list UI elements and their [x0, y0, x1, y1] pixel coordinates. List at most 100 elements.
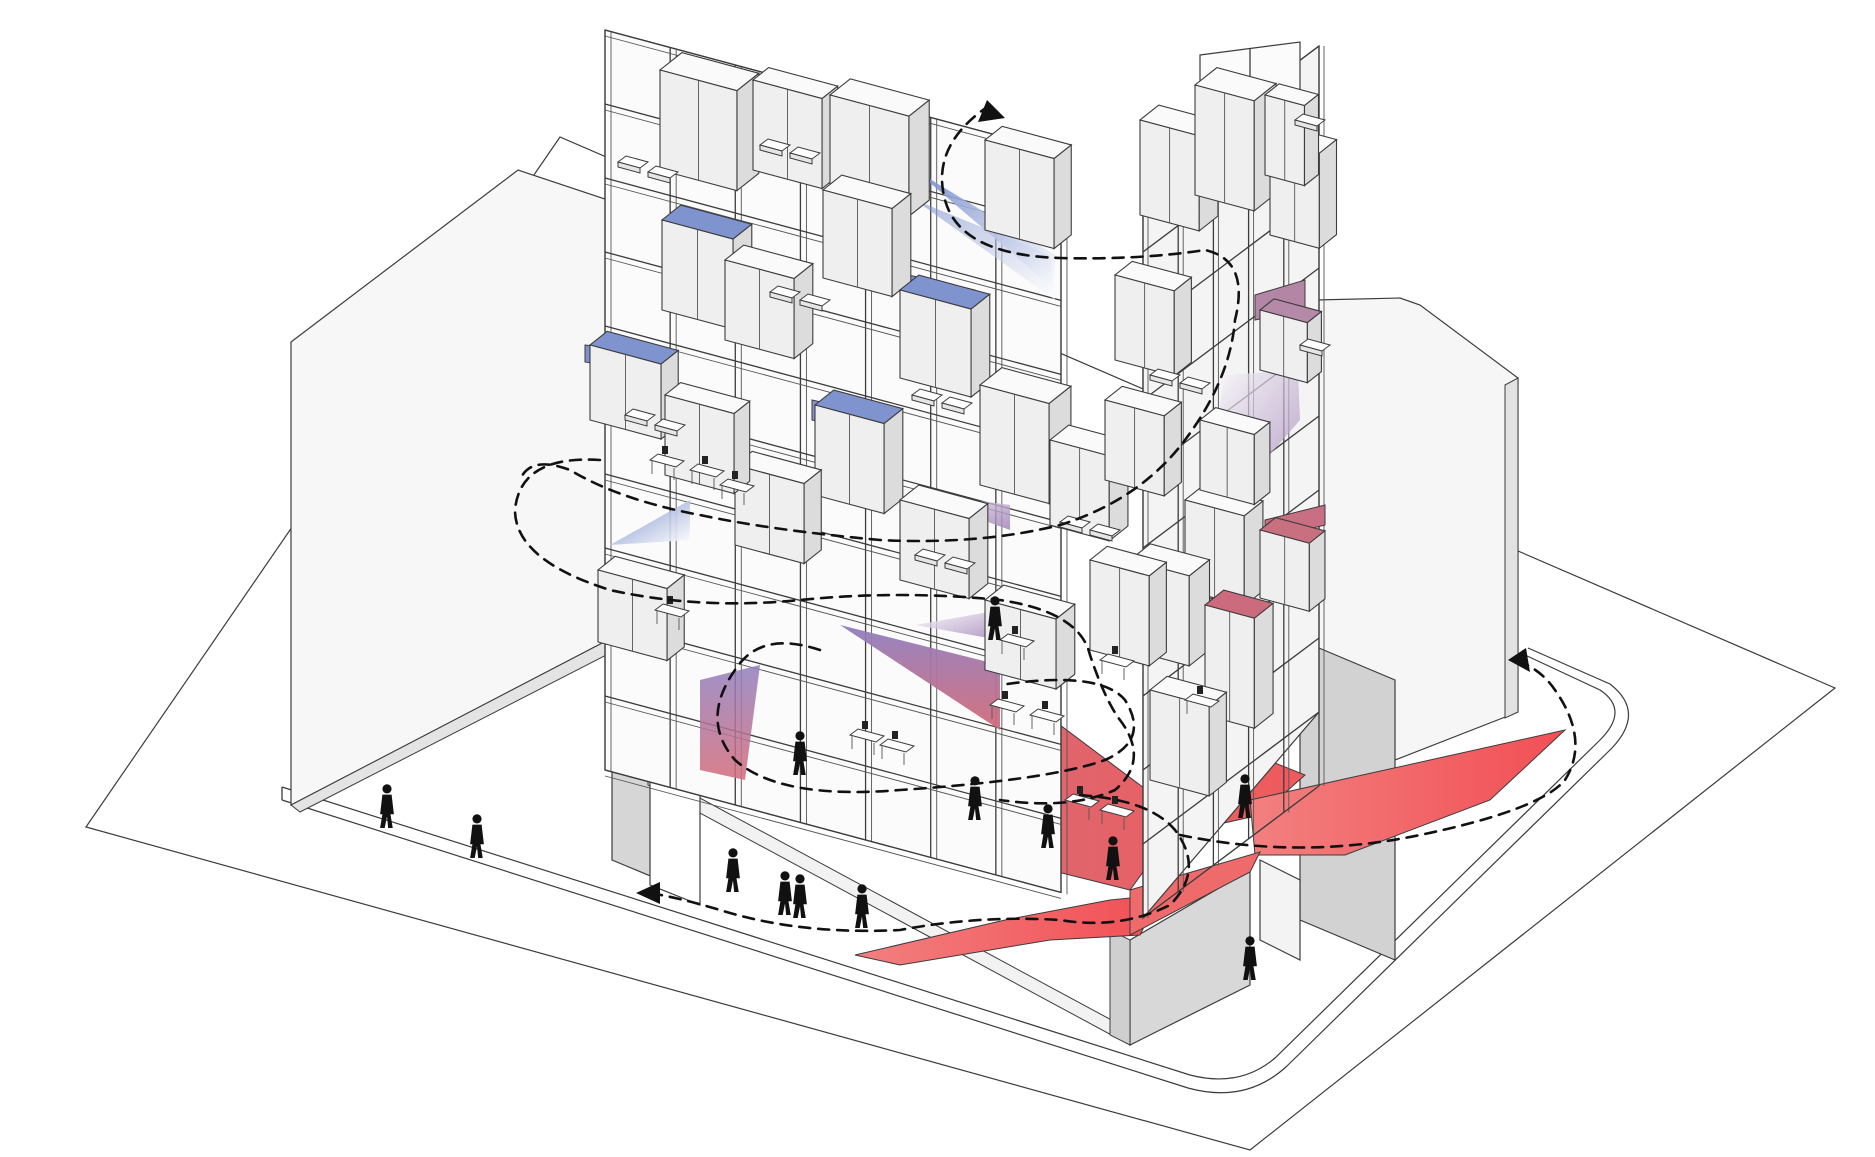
desk-sketch [998, 626, 1036, 660]
desk-sketch [1098, 796, 1136, 830]
module-box [1113, 260, 1193, 378]
bed-front [617, 161, 641, 174]
desk-top [848, 728, 886, 743]
desk-top [878, 738, 916, 753]
sidewalk-curb [281, 647, 1630, 1094]
person-body [470, 824, 484, 858]
module-side [891, 192, 912, 298]
monitor [702, 456, 708, 464]
desk-sketch [1028, 701, 1066, 735]
bed-front [759, 144, 783, 157]
bed-front [647, 171, 671, 184]
bed-front [941, 402, 965, 415]
person-head [970, 776, 980, 786]
person-body [793, 884, 807, 918]
frame-beam [604, 769, 1062, 894]
bed-front [944, 562, 968, 575]
monitor [662, 446, 668, 454]
bed-sketch [940, 396, 974, 415]
module-box [658, 52, 761, 192]
person-icon [968, 776, 982, 820]
person-icon [470, 814, 484, 858]
person-head [795, 874, 805, 884]
person-body [855, 894, 869, 928]
module-side [1163, 401, 1182, 498]
flow-path-upper [518, 103, 1240, 543]
person-body [1243, 946, 1257, 980]
person-head [1245, 936, 1255, 946]
desk-top [648, 453, 686, 468]
person-head [857, 884, 867, 894]
person-body [968, 786, 982, 820]
person-head [1043, 804, 1053, 814]
desk-top [688, 463, 726, 478]
person-icon [380, 784, 394, 828]
person-icon [778, 871, 792, 915]
frame-beam [1142, 785, 1320, 919]
person-head [1240, 774, 1250, 784]
bed-sketch [646, 165, 680, 184]
bed-sketch [943, 556, 977, 575]
desk-top [988, 698, 1026, 713]
flow-path-lower [716, 642, 1136, 794]
desk-top [1098, 803, 1136, 818]
module-side [1148, 561, 1167, 668]
person-icon [1243, 936, 1257, 980]
module-side [968, 502, 989, 600]
monitor [892, 731, 898, 739]
frame-beam [604, 695, 1062, 820]
module-box [596, 555, 686, 662]
person-icon [855, 884, 869, 928]
monitor [732, 471, 738, 479]
module-box [733, 450, 823, 565]
furniture-sketches [616, 113, 1332, 830]
module-box [821, 174, 913, 298]
person-head [472, 814, 482, 824]
monitor [1042, 701, 1048, 709]
desk-sketch [848, 721, 886, 755]
bed-sketch [913, 548, 947, 567]
desk-sketch [878, 731, 916, 765]
person-icon [726, 848, 740, 892]
person-head [728, 848, 738, 858]
monitor [1002, 691, 1008, 699]
bed-front [1299, 344, 1323, 357]
bed-front [789, 152, 813, 165]
desk-top [718, 478, 756, 493]
bed-front [1179, 382, 1203, 395]
module-box [1148, 675, 1228, 798]
module-box [813, 389, 905, 515]
bed-front [1149, 374, 1173, 387]
desk-sketch [1183, 686, 1221, 720]
module-side [1303, 93, 1320, 187]
person-body [793, 741, 807, 775]
monitor [1077, 786, 1083, 794]
desk-top [998, 633, 1036, 648]
module-side [733, 400, 751, 495]
desk-sketch [648, 446, 686, 480]
module-side [1253, 602, 1274, 730]
module-box [1193, 67, 1278, 213]
circulation-flow [513, 100, 1577, 933]
bed-sketch [758, 138, 792, 157]
desk-top [653, 603, 691, 618]
bed-sketch [653, 418, 687, 437]
person-icon [988, 596, 1002, 640]
desk-sketch [718, 471, 756, 505]
module-side [793, 262, 814, 360]
bed-sketch [1298, 338, 1332, 357]
bed-sketch [788, 146, 822, 165]
monitor [862, 721, 868, 729]
module-box [723, 244, 815, 360]
person-icon [793, 731, 807, 775]
flow-path-middle [513, 458, 1136, 805]
module-box [1263, 83, 1320, 187]
desk-top [1028, 708, 1066, 723]
people-silhouettes [380, 596, 1257, 980]
module-side [1173, 276, 1192, 378]
bed-front [654, 424, 678, 437]
module-box [983, 125, 1073, 250]
bed-sketch [1148, 368, 1182, 387]
